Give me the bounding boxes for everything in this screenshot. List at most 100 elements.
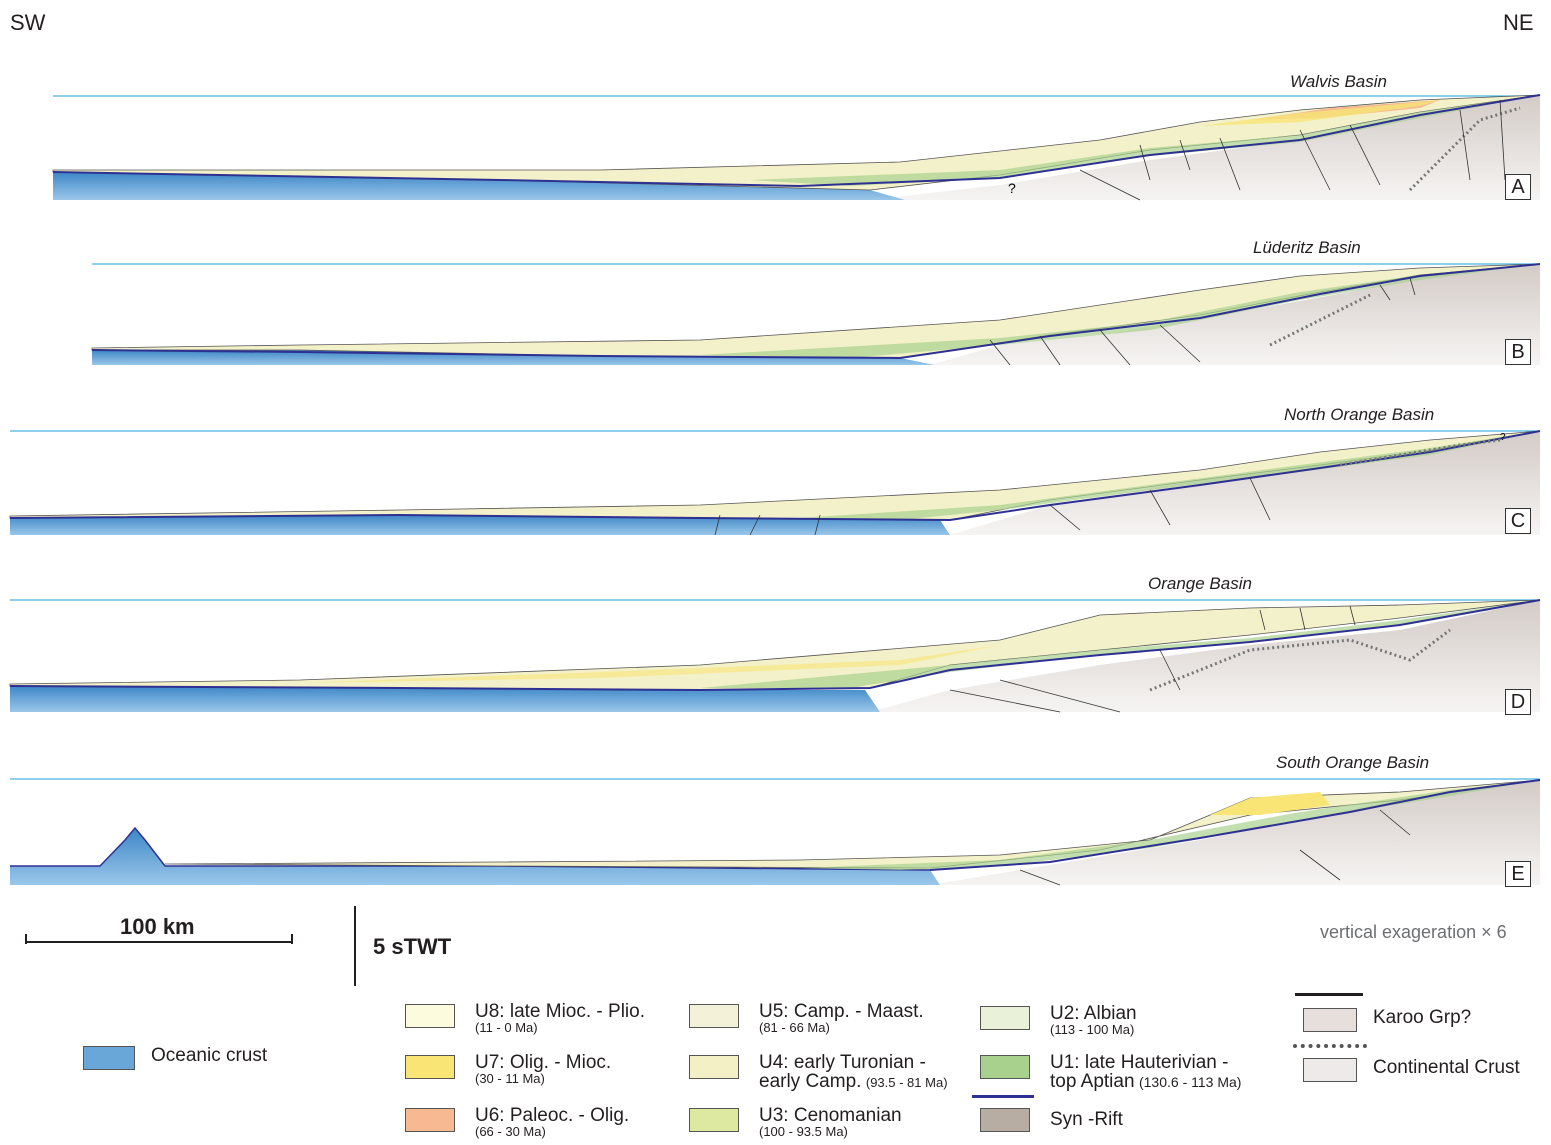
section-c: ? [9,430,1541,536]
top-aptian-line [929,779,1541,871]
legend-swatch [1303,1008,1357,1032]
legend-u4: U4: early Turonian - early Camp. (93.5 -… [689,1053,948,1091]
legend-age: (81 - 66 Ma) [759,1020,830,1035]
legend-u7: U7: Olig. - Mioc.(30 - 11 Ma) [405,1053,611,1085]
dotted-crust-line [1149,628,1451,692]
legend-swatch [980,1006,1030,1030]
legend-u6: U6: Paleoc. - Olig.(66 - 30 Ma) [405,1106,629,1138]
legend-label: Syn -Rift [1050,1109,1123,1130]
legend-u2: U2: Albian(113 - 100 Ma) [980,1004,1137,1036]
horizontal-scale-label: 100 km [120,914,195,939]
faults [714,477,1271,536]
oceanic-crust [92,350,935,365]
faults [949,605,1356,713]
oceanic-crust [53,172,905,200]
legend-label: U7: Olig. - Mioc. [475,1052,612,1073]
oceanic-crust [10,828,940,885]
legend-swatch [83,1046,135,1070]
legend-age: (11 - 0 Ma) [475,1020,538,1035]
u1-layer [750,95,1540,186]
legend-u5: U5: Camp. - Maast.(81 - 66 Ma) [689,1002,924,1034]
horizontal-scale-tick-left [25,934,27,944]
legend-label: U3: Cenomanian [759,1105,902,1126]
legend-syn-rift: Syn -Rift [980,1106,1123,1132]
legend-swatch [405,1004,455,1028]
legend-u8: U8: late Mioc. - Plio.(11 - 0 Ma) [405,1002,645,1034]
basin-name-b: Lüderitz Basin [1253,238,1361,257]
u7-layer [1200,100,1440,126]
vertical-exaggeration-note: vertical exageration × 6 [1320,922,1507,942]
panel-a-question-mark: ? [1008,180,1016,196]
legend-swatch [1303,1058,1357,1082]
legend-age: (100 - 93.5 Ma) [759,1124,848,1139]
basin-name-d: Orange Basin [1148,574,1252,593]
legend-age: (66 - 30 Ma) [475,1124,546,1139]
panel-letter-d: D [1505,689,1531,715]
section-a: ? [52,94,1541,201]
legend-label: Oceanic crust [151,1045,268,1066]
continental-crust [930,780,1540,885]
vertical-scale-bar [354,906,356,986]
panel-letter-c: C [1505,508,1531,534]
horizontal-scale-tick-right [291,934,293,944]
legend-swatch [405,1108,455,1132]
basin-name-c: North Orange Basin [1284,405,1435,424]
legend-label: U4: early Turonian - [759,1052,926,1073]
legend-oceanic-crust: Oceanic crust [83,1044,267,1070]
ne-label: NE [1503,10,1534,35]
legend-age: (130.6 - 113 Ma) [1138,1074,1242,1090]
top-aptian-line [9,599,1541,692]
legend-u1: U1: late Hauterivian - top Aptian (130.6… [980,1053,1241,1091]
basin-name-a: Walvis Basin [1290,72,1387,91]
legend-continental-crust: Continental Crust [1303,1056,1520,1082]
legend-dotted-line [1293,1044,1367,1048]
legend-karoo-line [1295,993,1363,996]
section-d [9,599,1541,713]
faults [989,277,1416,366]
section-b [91,263,1541,366]
section-e [10,778,1541,886]
legend-swatch [689,1055,739,1079]
panel-letter-a: A [1505,174,1531,200]
vertical-scale-label: 5 sTWT [373,934,452,959]
dotted-crust-line [1339,438,1501,467]
continental-crust [870,95,1540,200]
legend-age: (93.5 - 81 Ma) [865,1075,948,1090]
legend-top-aptian-line [972,1095,1034,1098]
horizontal-scale-bar [25,941,293,943]
legend-swatch [689,1004,739,1028]
continental-crust [930,265,1540,365]
panel-letter-b: B [1505,339,1531,365]
legend-label: Karoo Grp? [1373,1007,1472,1028]
legend-label: U5: Camp. - Maast. [759,1001,924,1022]
legend-swatch [689,1108,739,1132]
legend-label: U6: Paleoc. - Olig. [475,1105,630,1126]
u7-layer [300,645,1000,683]
legend-karoo: Karoo Grp? [1303,1006,1471,1032]
legend-label-line2: early Camp. [759,1071,862,1092]
continental-crust [870,600,1540,712]
panel-c-question-mark: ? [1500,432,1506,443]
oceanic-crust [10,515,950,535]
oceanic-crust [10,686,880,712]
legend-label: U1: late Hauterivian - [1050,1052,1229,1073]
top-aptian-line [91,263,1541,360]
legend-age: (113 - 100 Ma) [1050,1022,1135,1037]
u7-layer [1210,792,1330,815]
faults [1079,99,1506,201]
legend-swatch [980,1108,1030,1132]
basin-name-e: South Orange Basin [1276,753,1430,772]
legend-swatch [980,1055,1030,1079]
top-aptian-line [52,94,1541,188]
legend-swatch [405,1055,455,1079]
legend-u3: U3: Cenomanian(100 - 93.5 Ma) [689,1106,902,1138]
faults [1019,809,1411,886]
panel-letter-e: E [1505,861,1531,887]
legend-age: (30 - 11 Ma) [475,1071,545,1086]
legend-label: Continental Crust [1373,1057,1520,1078]
dotted-crust-line [1269,293,1371,347]
legend-label-line2: top Aptian [1050,1071,1135,1092]
sw-label: SW [10,10,46,35]
legend-label: U8: late Mioc. - Plio. [475,1001,645,1022]
